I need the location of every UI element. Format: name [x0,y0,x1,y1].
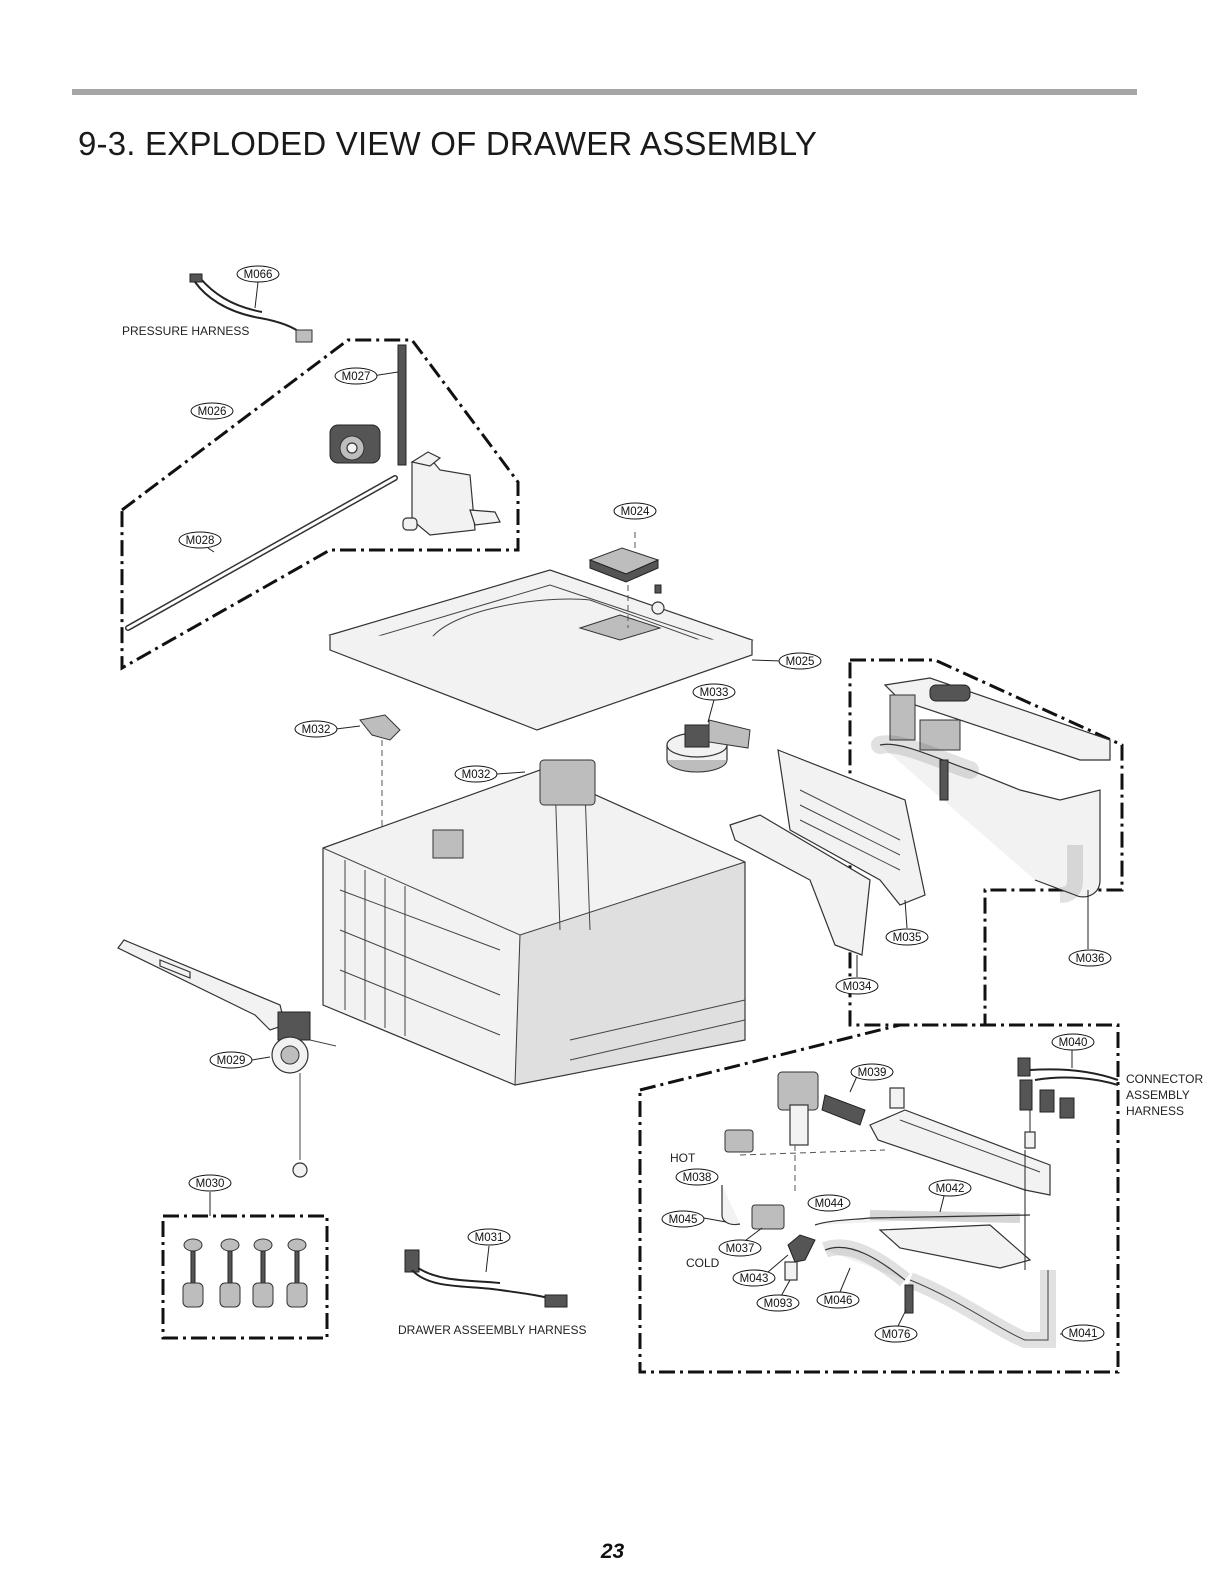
svg-text:M034: M034 [843,981,872,993]
callout-m028: M028 [178,531,222,549]
group-boundary-m036 [848,658,1124,1027]
svg-text:M037: M037 [726,1243,755,1255]
svg-text:M027: M027 [342,371,371,383]
svg-text:M024: M024 [621,506,650,518]
pressure-harness-part [189,273,313,343]
connector-caption-line1: CONNECTOR [1126,1072,1203,1086]
callout-m036: M036 [1068,949,1112,967]
cover-cap-part [588,532,665,628]
leveling-feet-part [182,1192,308,1308]
cold-caption: COLD [686,1256,720,1270]
motor-part [666,699,751,773]
header-rule [72,89,1137,95]
pressure-harness-caption: PRESSURE HARNESS [122,324,249,338]
valve-assembly-lower-part [703,1071,1070,1348]
callout-m026: M026 [190,402,234,420]
connector-harness-part [1017,1050,1119,1119]
svg-text:M041: M041 [1069,1328,1098,1340]
svg-text:M032: M032 [302,724,331,736]
callout-m093: M093 [756,1294,800,1312]
callout-m043: M043 [732,1269,776,1287]
svg-text:M043: M043 [740,1273,769,1285]
svg-text:M033: M033 [700,687,729,699]
callout-m045: M045 [661,1210,705,1228]
callout-m027: M027 [334,367,378,385]
callout-m032-lower: M032 [454,765,498,783]
svg-text:M025: M025 [786,656,815,668]
pressure-switch-part [329,424,381,464]
svg-text:M045: M045 [669,1214,698,1226]
callout-m044: M044 [807,1194,851,1212]
callout-m040: M040 [1051,1033,1095,1051]
group-boundary-m030 [161,1214,329,1340]
callout-m066: M066 [236,265,280,283]
callout-m029: M029 [209,1051,253,1069]
callout-m031: M031 [467,1228,511,1246]
svg-text:M046: M046 [824,1295,853,1307]
callout-m038: M038 [675,1168,719,1186]
svg-text:M040: M040 [1059,1037,1088,1049]
connector-caption-line2: ASSEMBLY [1126,1088,1190,1102]
callout-m039: M039 [850,1063,894,1081]
drawer-harness-part [404,1245,568,1308]
svg-text:M076: M076 [882,1329,911,1341]
callout-m037: M037 [718,1239,762,1257]
hot-caption: HOT [670,1151,696,1165]
page-number: 23 [600,1540,625,1563]
callout-m025: M025 [778,652,822,670]
group-boundary-m036-lower [638,1023,1120,1374]
rear-panel-part [777,749,926,929]
page-title: 9-3. EXPLODED VIEW OF DRAWER ASSEMBLY [78,125,818,162]
callout-m035: M035 [885,928,929,946]
latch-rod-part [117,939,337,1178]
duct-part [729,814,871,977]
svg-text:M029: M029 [217,1055,246,1067]
group-boundary-m026 [120,338,520,671]
svg-text:M035: M035 [893,932,922,944]
drawer-harness-caption: DRAWER ASSEEMBLY HARNESS [398,1323,587,1337]
svg-text:M038: M038 [683,1172,712,1184]
svg-text:M028: M028 [186,535,215,547]
svg-text:M026: M026 [198,406,227,418]
top-cover-part [328,569,783,731]
callout-m076: M076 [874,1325,918,1343]
svg-text:M036: M036 [1076,953,1105,965]
callout-m034: M034 [835,977,879,995]
svg-text:M031: M031 [475,1232,504,1244]
svg-text:M030: M030 [196,1178,225,1190]
drawer-body-part [322,759,746,1086]
air-chamber-part [402,451,501,536]
svg-text:M044: M044 [815,1198,844,1210]
callout-m033: M033 [692,683,736,701]
callout-m032-upper: M032 [294,720,338,738]
svg-text:M093: M093 [764,1298,793,1310]
hose-part [125,475,398,631]
bracket-part [335,714,401,840]
callout-m042: M042 [928,1179,972,1197]
svg-text:M032: M032 [462,769,491,781]
svg-text:M039: M039 [858,1067,887,1079]
callout-m030: M030 [188,1174,232,1192]
callout-m041: M041 [1061,1324,1105,1342]
callout-m046: M046 [816,1291,860,1309]
connector-caption-line3: HARNESS [1126,1104,1184,1118]
callout-m024: M024 [613,502,657,520]
valve-assembly-upper-part [871,677,1111,949]
svg-text:M066: M066 [244,269,273,281]
svg-text:M042: M042 [936,1183,965,1195]
